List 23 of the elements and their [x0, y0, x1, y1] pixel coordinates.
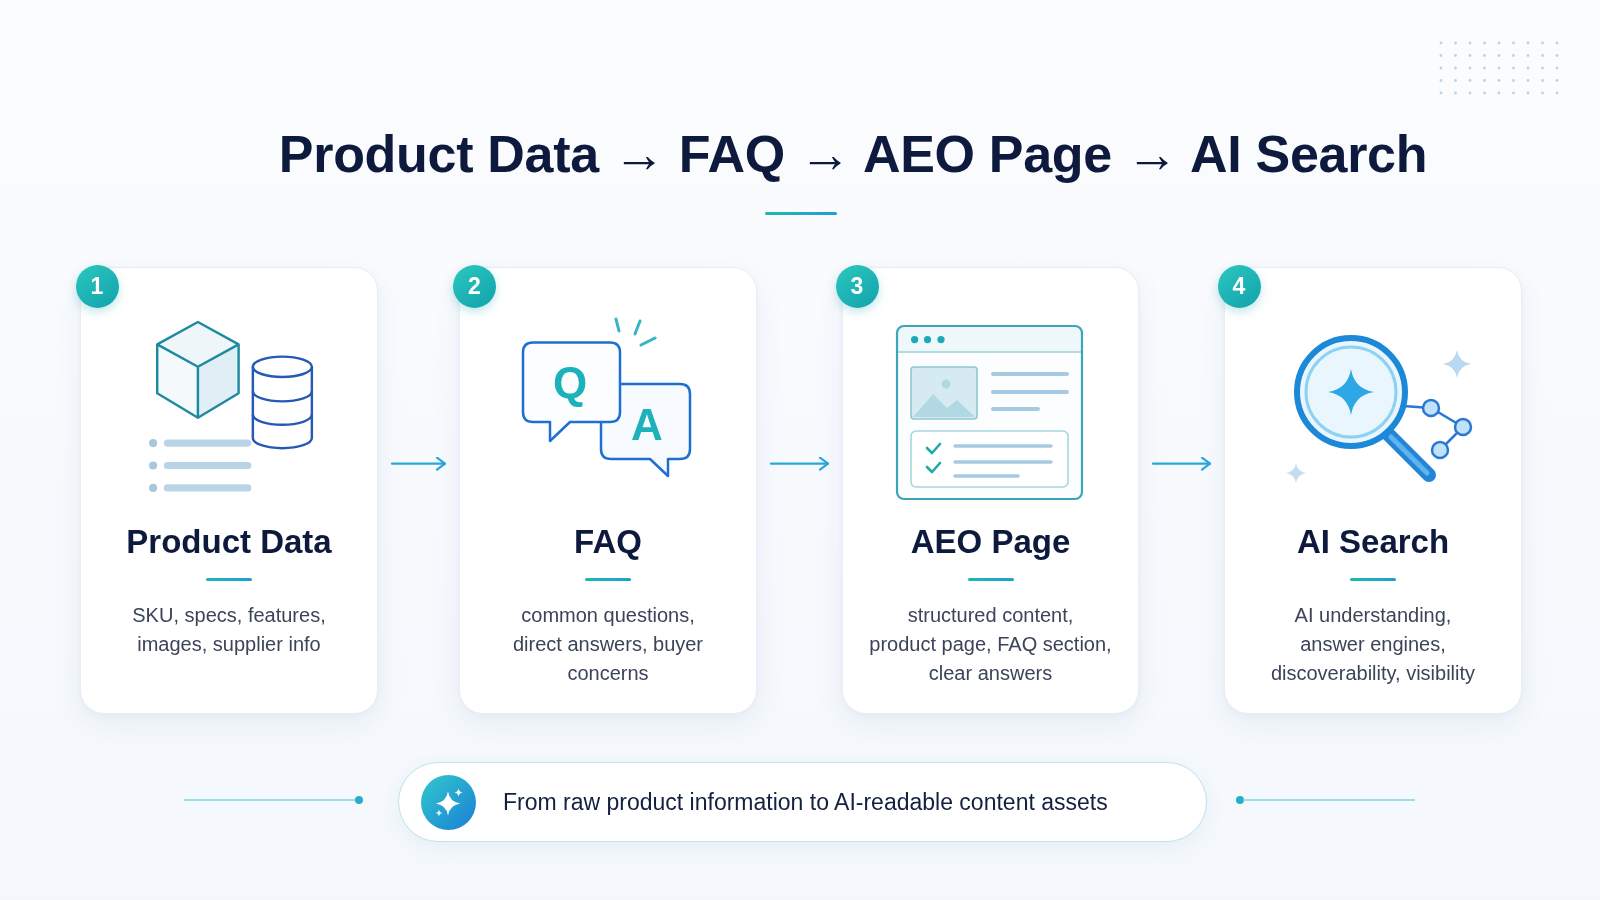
step-description: structured content, product page, FAQ section, clear answers [869, 603, 1112, 686]
bubble-letter: A [631, 403, 663, 447]
step-description: AI understanding, answer engines, discoverability, visibility [1270, 603, 1476, 686]
step-title: FAQ [574, 522, 642, 562]
banner-text: From raw product information to AI-readable content assets [503, 788, 1108, 816]
step-card [1224, 267, 1522, 714]
bubble-letter: Q [552, 361, 588, 405]
arrow [1151, 456, 1212, 471]
step-card [80, 267, 378, 714]
step-number-badge: 3 [835, 264, 879, 308]
step-card [459, 267, 757, 714]
step-title: AI Search [1296, 522, 1450, 562]
step-number-badge: 4 [1217, 264, 1261, 308]
diagram-title: Product Data → FAQ → AEO Page → AI Search [278, 124, 1428, 185]
arrow [769, 456, 830, 471]
step-description: SKU, specs, features, images, supplier info [132, 603, 326, 657]
step-title: AEO Page [910, 522, 1071, 562]
step-title: Product Data [126, 522, 332, 562]
step-card [842, 267, 1139, 714]
step-number-badge: 2 [453, 264, 496, 308]
step-description: common questions, direct answers, buyer concerns [512, 603, 704, 686]
step-number-badge: 1 [75, 264, 119, 308]
arrow [390, 456, 447, 471]
